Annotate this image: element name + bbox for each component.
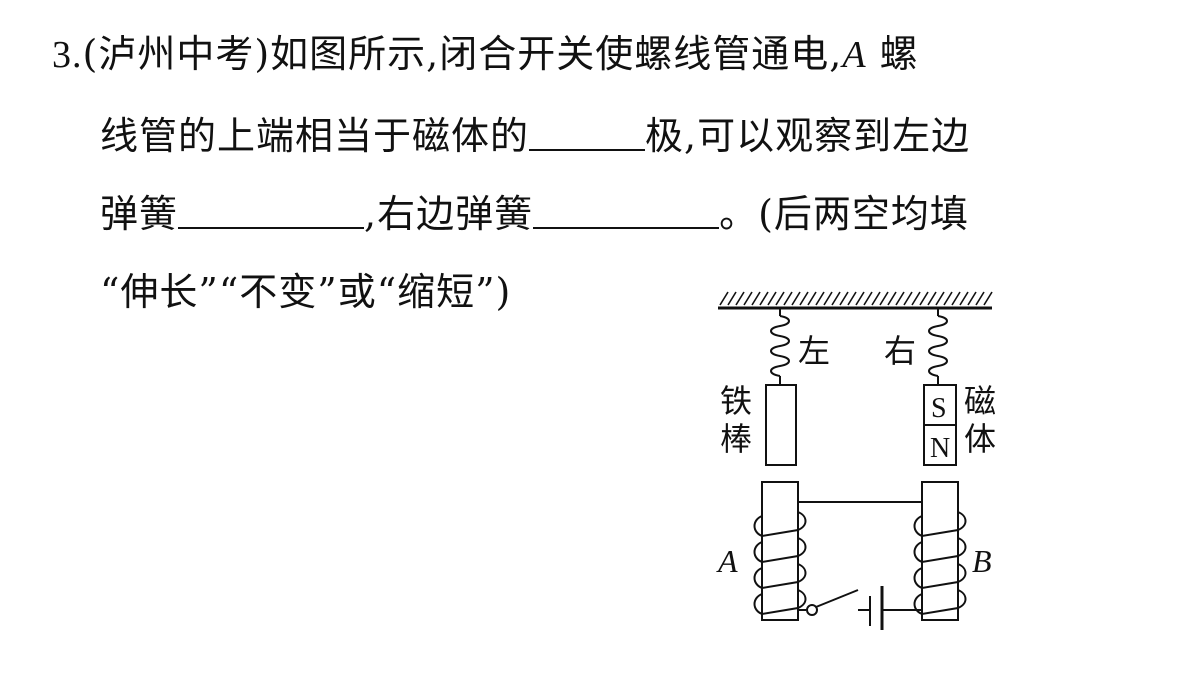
question-line-2: 线管的上端相当于磁体的 极,可以观察到左边 xyxy=(100,112,970,160)
iron-rod-label-2: 棒 xyxy=(720,420,752,458)
question-line-3: 弹簧 ,右边弹簧 。(后两空均填 xyxy=(100,190,969,238)
question-text-3a: 弹簧 xyxy=(100,192,179,236)
switch[interactable] xyxy=(798,589,859,616)
magnet-label-1: 磁 xyxy=(964,382,996,420)
solenoid-a xyxy=(753,481,807,621)
label-left: 左 xyxy=(798,332,830,370)
coil-a-label: A xyxy=(716,543,738,579)
left-spring xyxy=(770,308,790,385)
magnet-pole-n: N xyxy=(930,433,950,464)
question-text-2a: 线管的上端相当于磁体的 xyxy=(100,114,530,158)
solenoid-b xyxy=(913,481,967,621)
question-line-4: “伸长”“不变”或“缩短”) xyxy=(100,268,511,316)
right-spring xyxy=(928,308,948,385)
magnet-label-2: 体 xyxy=(964,420,996,458)
magnet-pole-s: S xyxy=(931,393,947,424)
question-text-4: “伸长”“不变”或“缩短”) xyxy=(100,270,512,314)
question-text-3c: 。(后两空均填 xyxy=(719,192,969,236)
question-text-2b: 极,可以观察到左边 xyxy=(645,114,971,158)
iron-rod-label-1: 铁 xyxy=(720,382,752,420)
solenoid-diagram: 左 右 铁 棒 S N 磁 体 A B xyxy=(716,291,996,630)
question-text-1: 如图所示,闭合开关使螺线管通电, xyxy=(270,32,843,76)
question-var-a: A xyxy=(842,34,867,76)
question-line-1: 3.(泸州中考)如图所示,闭合开关使螺线管通电,A 螺 xyxy=(52,30,919,79)
question-text-3b: ,右边弹簧 xyxy=(364,192,534,236)
question-number: 3. xyxy=(52,34,83,76)
ceiling xyxy=(718,291,993,310)
answer-blank-3[interactable] xyxy=(533,193,720,229)
coil-b-label: B xyxy=(972,543,992,579)
iron-rod xyxy=(765,384,797,466)
question-source: (泸州中考) xyxy=(82,32,271,76)
battery xyxy=(858,586,922,630)
bar-magnet: S N xyxy=(923,384,957,466)
answer-blank-1[interactable] xyxy=(529,115,646,151)
label-right: 右 xyxy=(884,332,916,370)
question-text-1-end: 螺 xyxy=(866,32,919,76)
answer-blank-2[interactable] xyxy=(178,193,365,229)
